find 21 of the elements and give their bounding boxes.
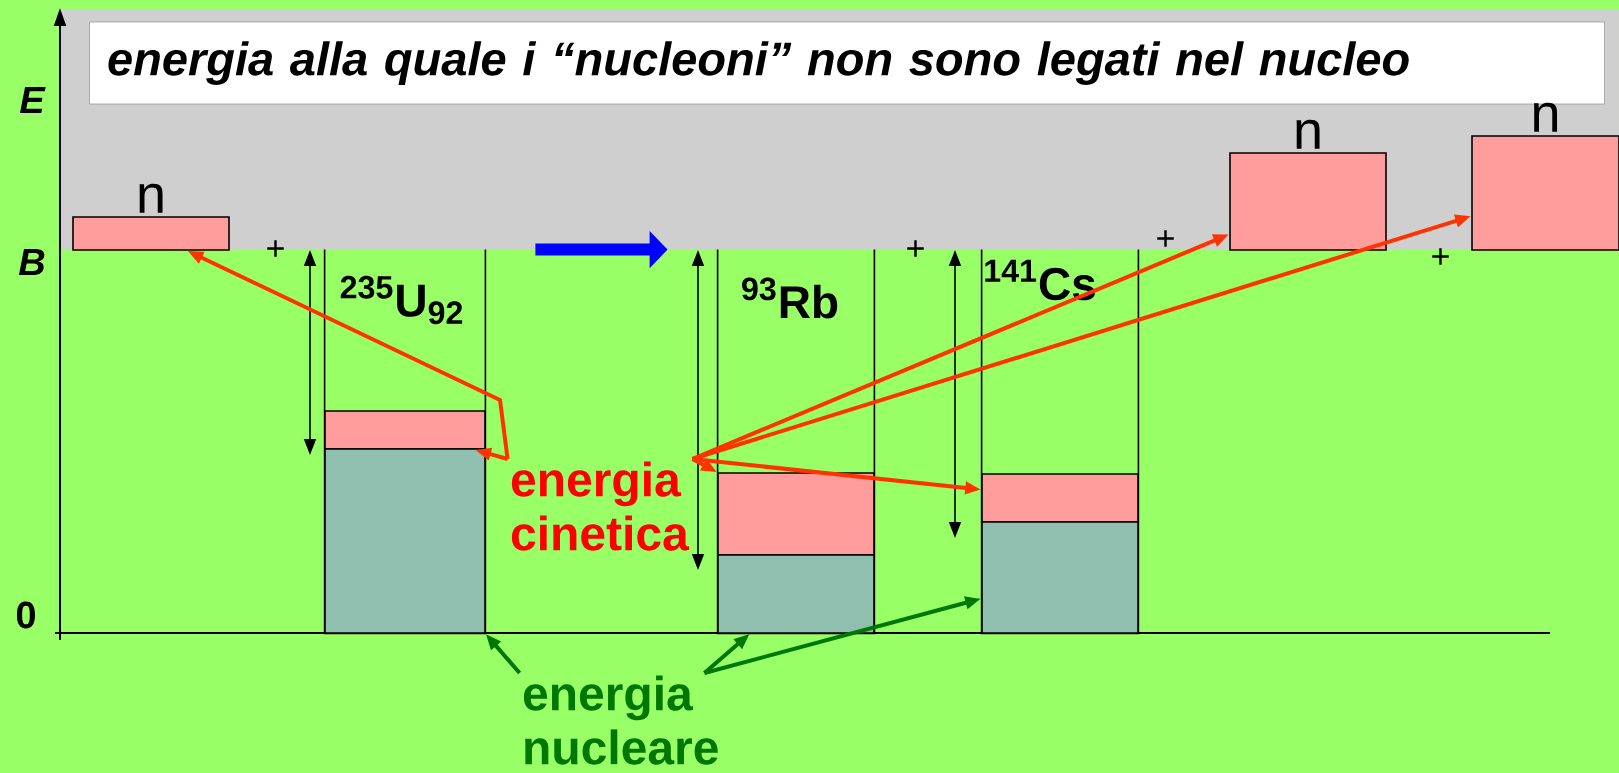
node-label: n: [1296, 119, 1320, 149]
axis-label: B: [18, 248, 45, 276]
plus-sign: +: [267, 240, 284, 257]
neutron-box: n: [1471, 102, 1619, 251]
plus-sign: +: [907, 240, 924, 257]
nuclear-energy-box: [981, 521, 1139, 634]
kinetic-energy-box: [717, 472, 875, 556]
kinetic-energy-box: [324, 410, 486, 450]
kinetic-energy-box: [981, 473, 1139, 523]
axis-label: 0: [16, 601, 35, 629]
axis-label: E: [20, 86, 46, 114]
callout-text: energia cinetica: [511, 461, 690, 551]
plus-sign: +: [1157, 230, 1174, 247]
node-label: n: [1534, 102, 1558, 132]
node-label: n: [139, 183, 163, 213]
nuclear-energy-box: [717, 554, 875, 634]
neutron-box: n: [72, 183, 230, 251]
neutron-box: n: [1229, 119, 1387, 251]
plus-sign: +: [1432, 248, 1449, 265]
nuclear-energy-box: [324, 448, 486, 634]
callout-text: energia nucleare: [523, 675, 718, 765]
